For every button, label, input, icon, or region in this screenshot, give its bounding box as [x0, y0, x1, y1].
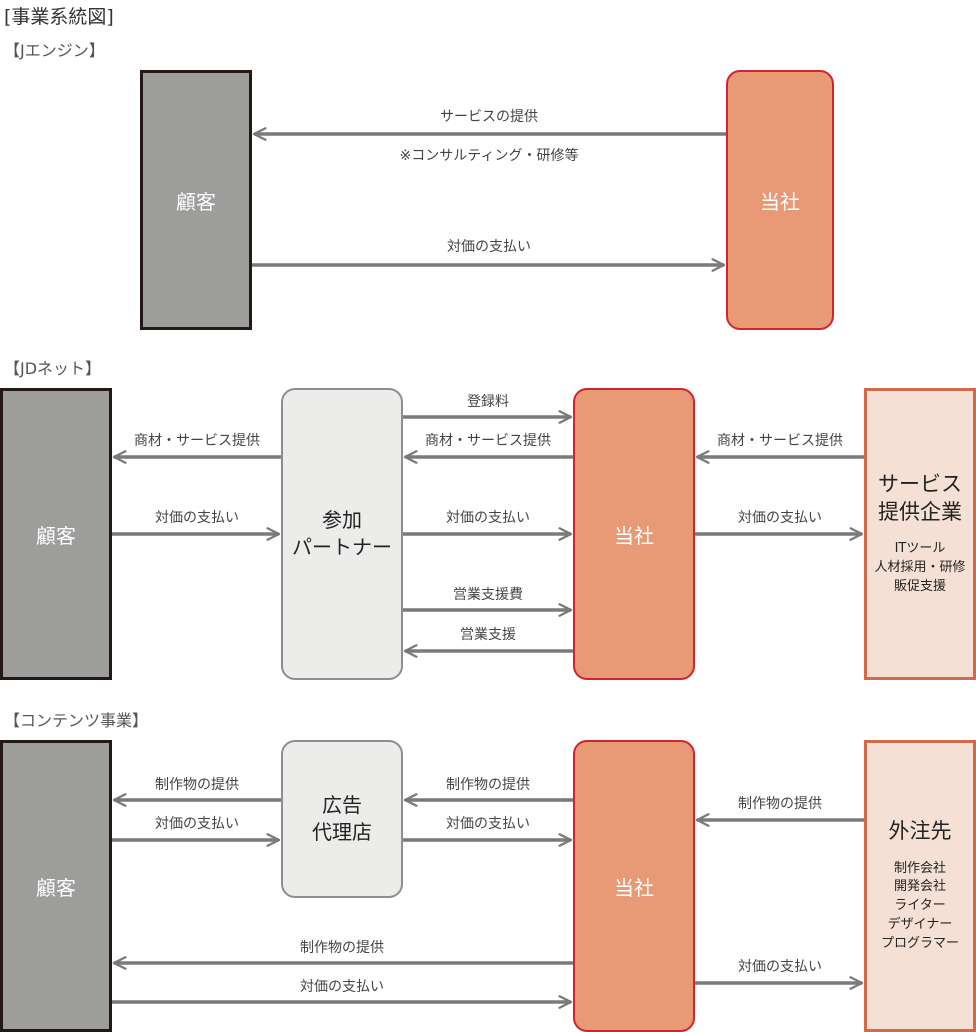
contents-agency-pay-label: 対価の支払い	[155, 816, 239, 832]
jdnet-co-pay-label: 対価の支払い	[446, 510, 530, 526]
contents-customer-box: 顧客	[0, 740, 112, 1032]
jdnet-provider-name-line1: サービス	[878, 472, 962, 497]
contents-out-prod-label: 制作物の提供	[738, 796, 822, 812]
section-heading-jdnet: 【JDネット】	[4, 359, 102, 378]
jdnet-provider-desc-2: 人材採用・研修	[874, 559, 966, 575]
contents-company-label: 当社	[614, 875, 654, 900]
contents-outsource-desc-5: プログラマー	[880, 935, 959, 951]
contents-out-pay-label: 対価の支払い	[738, 959, 822, 975]
jdnet-prov-pay-label: 対価の支払い	[738, 510, 822, 526]
contents-co-prod-label: 制作物の提供	[446, 777, 530, 793]
contents-agency-line1: 広告	[322, 793, 362, 817]
section-heading-contents: 【コンテンツ事業】	[4, 711, 149, 730]
jdnet-sales-fee-label: 営業支援費	[453, 587, 523, 603]
jengine-customer-box: 顧客	[140, 70, 252, 330]
contents-outsource-desc-4: デザイナー	[887, 917, 953, 933]
contents-outsource-box: 外注先 制作会社 開発会社 ライター デザイナー プログラマー	[864, 740, 976, 1032]
jdnet-customer-box: 顧客	[0, 388, 112, 680]
jdnet-co-goods-label: 商材・サービス提供	[425, 433, 551, 449]
contents-direct-pay-label: 対価の支払い	[300, 979, 384, 995]
jdnet-company-box: 当社	[573, 388, 695, 680]
jdnet-cust-goods-label: 商材・サービス提供	[134, 433, 260, 449]
jdnet-company-label: 当社	[614, 523, 654, 548]
jdnet-provider-box: サービス 提供企業 ITツール 人材採用・研修 販促支援	[864, 388, 976, 680]
jdnet-provider-name-line2: 提供企業	[878, 499, 962, 524]
jdnet-partner-line2: パートナー	[292, 535, 392, 559]
contents-outsource-desc-2: 開発会社	[893, 879, 946, 895]
jdnet-customer-label: 顧客	[36, 523, 76, 548]
jdnet-provider-desc: ITツール 人材採用・研修 販促支援	[874, 540, 965, 597]
contents-agency-line2: 代理店	[312, 820, 372, 844]
jengine-service-label: サービスの提供	[440, 109, 538, 125]
contents-company-box: 当社	[573, 740, 695, 1032]
contents-outsource-desc-1: 制作会社	[893, 860, 946, 876]
jdnet-provider-name: サービス 提供企業	[878, 471, 962, 526]
contents-co-pay-label: 対価の支払い	[446, 816, 530, 832]
contents-outsource-name: 外注先	[888, 819, 952, 844]
contents-customer-label: 顧客	[36, 875, 76, 900]
jdnet-provider-desc-3: 販促支援	[893, 578, 946, 594]
jdnet-partner-box: 参加 パートナー	[281, 388, 403, 680]
contents-outsource-desc: 制作会社 開発会社 ライター デザイナー プログラマー	[881, 860, 959, 954]
jdnet-sales-support-label: 営業支援	[460, 627, 516, 643]
jdnet-prov-goods-label: 商材・サービス提供	[717, 433, 843, 449]
page-title: [事業系統図]	[4, 6, 114, 28]
contents-outsource-desc-3: ライター	[894, 898, 946, 914]
jdnet-partner-line1: 参加	[322, 508, 362, 532]
jdnet-provider-desc-1: ITツール	[894, 541, 946, 557]
contents-direct-prod-label: 制作物の提供	[300, 940, 384, 956]
jengine-company-label: 当社	[760, 189, 800, 214]
section-heading-jengine: 【Jエンジン】	[4, 41, 105, 60]
jdnet-cust-pay-label: 対価の支払い	[155, 510, 239, 526]
jdnet-reg-fee-label: 登録料	[467, 394, 509, 410]
jengine-company-box: 当社	[726, 70, 834, 330]
jengine-note-label: ※コンサルティング・研修等	[399, 148, 579, 164]
jengine-customer-label: 顧客	[176, 189, 216, 214]
contents-agency-box: 広告 代理店	[281, 740, 403, 898]
jengine-payment-label: 対価の支払い	[447, 239, 531, 255]
contents-agency-prod-label: 制作物の提供	[155, 777, 239, 793]
